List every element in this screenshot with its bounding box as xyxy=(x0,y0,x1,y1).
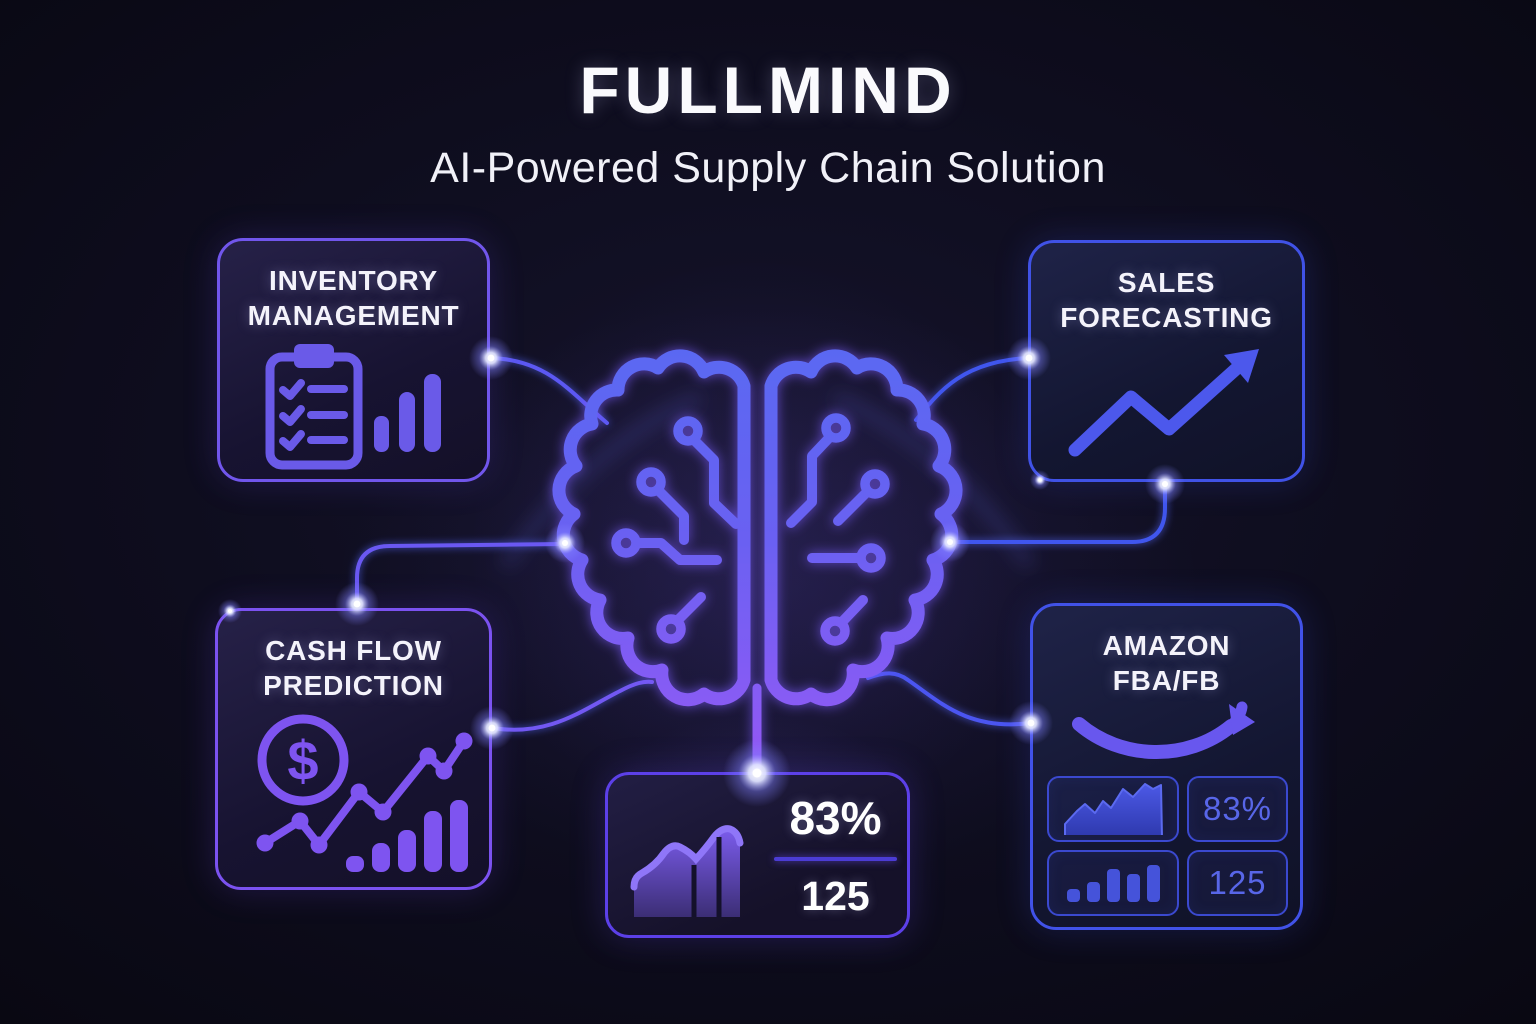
card-inventory-management: INVENTORY MANAGEMENT xyxy=(217,238,490,482)
dollar-coin-trend-icon: $ xyxy=(256,714,473,872)
card-metrics: 83% 125 xyxy=(605,772,910,938)
metrics-count: 125 xyxy=(801,873,870,919)
amazon-stats-grid: 83% 125 xyxy=(1047,776,1288,916)
background-streaks xyxy=(499,391,1036,569)
connector-cashflow-right xyxy=(490,679,654,732)
percent-stat: 83% xyxy=(1202,790,1273,827)
card-title: INVENTORY MANAGEMENT xyxy=(220,263,487,333)
connector-sales-left xyxy=(914,356,1031,422)
spark xyxy=(930,522,970,562)
card-title: CASH FLOW PREDICTION xyxy=(218,633,489,703)
mini-bar-chart-icon xyxy=(1067,865,1160,902)
metrics-values: 83% 125 xyxy=(768,791,903,920)
dollar-coin-icon xyxy=(257,714,349,806)
card-title: AMAZON FBA/FB xyxy=(1033,628,1300,698)
connector-amazon xyxy=(866,671,1033,727)
ai-brain-circuit-icon xyxy=(552,349,963,775)
clipboard-checklist-icon xyxy=(265,344,441,470)
brain-right-hemisphere xyxy=(764,349,963,707)
connector-cashflow-top xyxy=(355,542,567,606)
card-title-line: INVENTORY xyxy=(268,265,438,296)
mini-area-chart-cell xyxy=(1047,776,1179,842)
bar-chart-icon xyxy=(374,374,441,452)
spark xyxy=(545,523,585,563)
card-title-line: MANAGEMENT xyxy=(247,300,460,331)
connector-inventory xyxy=(489,356,609,425)
brain-ambient-glow xyxy=(468,258,1048,838)
bar-chart-icon xyxy=(346,800,468,872)
header: FULLMIND AI-Powered Supply Chain Solutio… xyxy=(0,52,1536,193)
percent-stat-cell: 83% xyxy=(1187,776,1288,842)
metrics-percent: 83% xyxy=(789,792,882,844)
checklist-rows xyxy=(279,379,348,451)
area-bar-chart-icon xyxy=(630,825,744,917)
brain-left-hemisphere xyxy=(552,349,751,707)
mini-area-chart-icon xyxy=(1064,783,1163,835)
brain-circuit-nodes xyxy=(611,413,890,646)
arrowhead xyxy=(1229,704,1255,735)
page-subtitle: AI-Powered Supply Chain Solution xyxy=(430,144,1106,192)
card-title-line: SALES xyxy=(1117,267,1216,298)
mini-bar-chart-cell xyxy=(1047,850,1179,916)
arrowhead xyxy=(1224,349,1259,383)
card-title-line: FBA/FB xyxy=(1112,665,1221,696)
connector-sales-bottom xyxy=(948,482,1167,544)
metrics-divider xyxy=(774,857,897,861)
amazon-smile-icon xyxy=(1072,701,1255,759)
brain-circuit-traces xyxy=(632,433,871,626)
growth-arrow-icon xyxy=(1068,349,1259,457)
card-cash-flow-prediction: CASH FLOW PREDICTION $ xyxy=(215,608,492,890)
card-title-line: AMAZON xyxy=(1102,630,1231,661)
card-title-line: FORECASTING xyxy=(1060,302,1273,333)
card-amazon-fba: AMAZON FBA/FB 83% xyxy=(1030,603,1303,930)
page-title: FULLMIND xyxy=(579,53,957,127)
card-title-line: CASH FLOW xyxy=(265,635,442,666)
card-sales-forecasting: SALES FORECASTING xyxy=(1028,240,1305,482)
card-title: SALES FORECASTING xyxy=(1031,265,1302,335)
count-stat: 125 xyxy=(1208,864,1267,901)
count-stat-cell: 125 xyxy=(1187,850,1288,916)
clipboard-tab xyxy=(294,344,334,368)
card-title-line: PREDICTION xyxy=(263,670,444,701)
dollar-symbol: $ xyxy=(287,729,318,792)
